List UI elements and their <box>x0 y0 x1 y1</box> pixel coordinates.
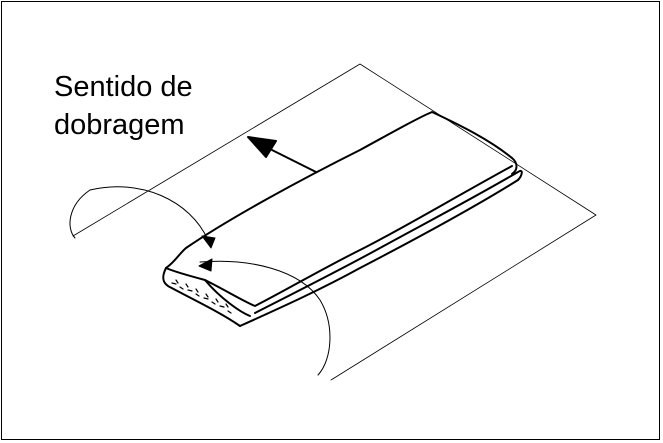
label-line-1: Sentido de <box>54 71 193 103</box>
fold-arc-arrowheads <box>198 235 216 272</box>
fold-guide-arc <box>69 186 331 376</box>
strip-cross-section-texture <box>171 279 232 314</box>
folding-direction-label: Sentido de dobragem <box>54 68 193 144</box>
surface-plane <box>72 63 597 381</box>
direction-arrow <box>247 136 317 173</box>
folded-strip <box>162 111 523 327</box>
label-line-2: dobragem <box>54 109 185 141</box>
